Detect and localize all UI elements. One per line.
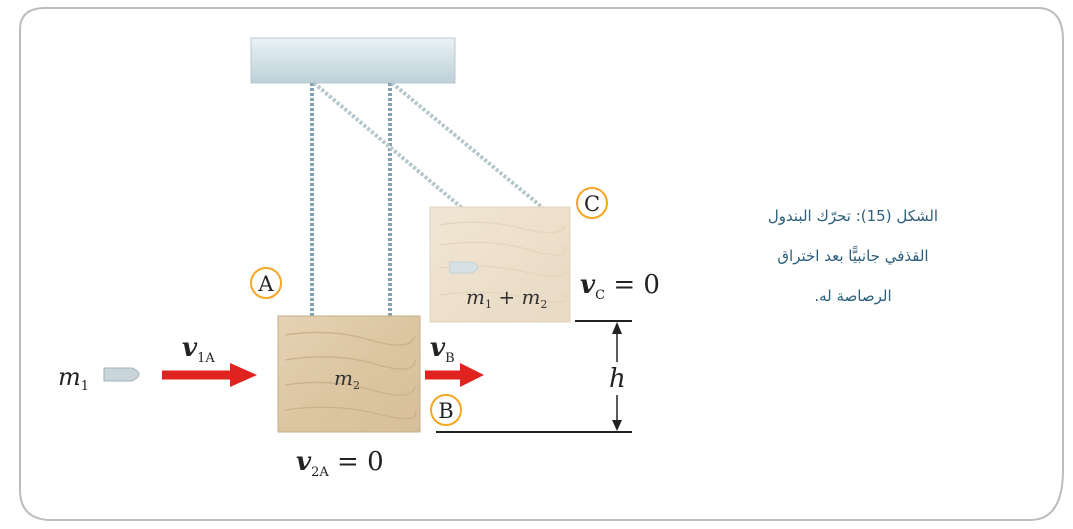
vc-label: vC = 0 <box>580 270 660 303</box>
v1a-label: v1A <box>182 333 215 366</box>
point-a-marker: A <box>250 267 282 299</box>
point-c-label: C <box>584 192 600 216</box>
figure-caption: الشكل (15): تحرّك البندول القذفي جانبيًّ… <box>748 196 958 316</box>
block-a-grain <box>284 331 417 420</box>
caption-line-1: الشكل (15): تحرّك البندول <box>767 207 939 225</box>
point-a-label: A <box>257 272 274 296</box>
bullet-icon <box>103 367 140 382</box>
point-c-marker: C <box>576 187 608 219</box>
string-c-right <box>390 81 545 210</box>
string-c-left <box>312 81 464 210</box>
v2a-label: v2A = 0 <box>296 447 384 480</box>
vb-label: vB <box>430 333 455 366</box>
velocity-arrow-vb <box>425 363 484 387</box>
ceiling-support <box>250 37 456 84</box>
caption-line-2: القذفي جانبيًّا بعد اختراق <box>777 247 929 265</box>
bullet-mass-label: m1 <box>58 363 89 394</box>
point-b-label: B <box>438 399 453 423</box>
bullet-in-block-icon <box>449 261 479 274</box>
point-b-marker: B <box>430 394 462 426</box>
caption-line-3: الرصاصة له. <box>814 287 892 305</box>
block-c-grain <box>439 221 568 303</box>
block-mass-label: m2 <box>334 366 360 392</box>
velocity-arrow-v1a <box>162 363 257 387</box>
height-label: h <box>609 364 626 394</box>
combined-mass-label: m1 + m2 <box>466 285 547 311</box>
